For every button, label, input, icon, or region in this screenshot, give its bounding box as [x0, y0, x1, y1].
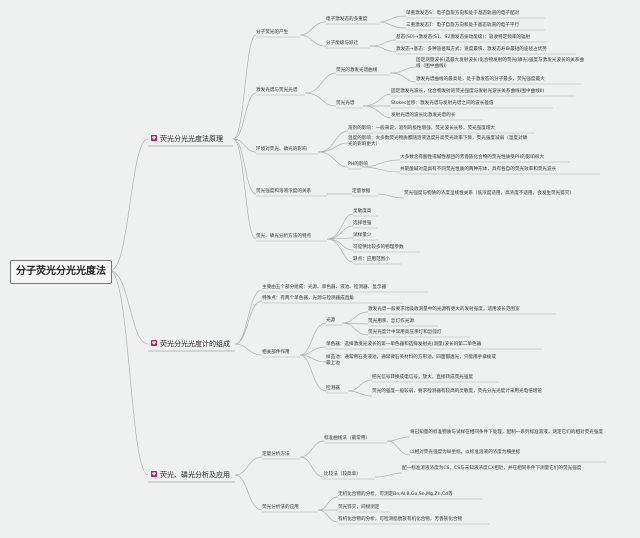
- branch-analysis-application: 荧光、磷光分析及应用: [148, 469, 230, 482]
- subtopic-fluorescence-generation: 分子荧光的产生: [256, 30, 289, 35]
- leaf-emission-curve: 固定激发光波长，化合物发射的荧光强度与发射光波长关系曲线(图中曲线II): [391, 89, 545, 94]
- root-topic: 分子荧光分光光度法: [10, 260, 112, 284]
- branch-fluorescence-principle: 荧光分光光度法原理: [148, 133, 223, 146]
- leaf-common-lamps: 荧光光度计中常用高压汞灯和氙弧灯: [368, 330, 442, 335]
- leaf-axes: 以相对荧光强度为纵坐标，以标准溶液的浓度为横坐标: [410, 450, 521, 455]
- leaf-linear-relation: 荧光强度与物质的浓度呈线性关系（低浓度适用，高浓度不适用，会发生荧光猝灭）: [404, 191, 574, 196]
- leaf-solvent: 溶剂的影响：一般来说，溶剂的极性增强，荧光波长长移，荧光强度增大: [348, 126, 496, 131]
- node-multiplicity: 电子激发态的多重度: [326, 17, 368, 22]
- leaf-temperature: 温度的影响：大多数荧光物质都随溶液温度升高荧光效率下降，荧光强度减弱（温度对磷光…: [348, 136, 528, 147]
- leaf-singlet: 单重激发态S：电子自旋方向和处于基态轨道的电子配对: [406, 11, 520, 16]
- leaf-monochromator: 单色器：选择激发光波长的第一单色器和选择发射光(测量)波长的第二单色器: [326, 342, 482, 347]
- subtopic-spectra: 激发光谱与荧光光谱: [256, 88, 298, 93]
- heart-icon: [151, 471, 157, 477]
- leaf-inorganic: 无机化合物的分析，可测定Be,Al,B,Ga,Se,Mg,Zn,Cd等: [338, 492, 453, 497]
- subtopic-intensity-concentration: 荧光强度和溶液浓度的关系: [256, 189, 312, 194]
- leaf-source-lamps: 荧光用汞、氙灯作光源: [368, 319, 414, 324]
- leaf-special-feature: 特殊点：有两个单色器，光源与检测器成直角: [262, 296, 354, 301]
- leaf-excitation-curve-def: 固定测量波长(选最大发射波长)化合物发射的荧光(磷光)强度与激发光波长的关系曲线…: [416, 58, 584, 69]
- leaf-comparison: 配一标准溶液浓度为CS，CS与未知液浓度CX相近，并在相同条件下测量它们的荧光强…: [402, 466, 582, 471]
- subtopic-applications: 荧光分析法的应用: [262, 505, 299, 510]
- leaf-triplet: 三重激发态T：电子自旋方向和处于基态轨道的电子平行: [406, 23, 520, 28]
- node-light-source: 光源: [326, 318, 336, 323]
- leaf-detector-pmt: 荧光的强度一般较弱，要求检测器有较高的灵敏度，荧光分光光度计采用光电倍增管: [372, 389, 542, 394]
- leaf-deactivation: 激发态→基态：多种途径和方式；速度最快、激发态寿命最短的途径占优势: [396, 47, 547, 52]
- leaf-detector-signal: 把光信号转换成电信号，放大，直接转成荧光强度: [372, 375, 474, 380]
- leaf-standard-solutions: 将已知量的标准物质与试样在相同条件下处理，配制一系列标准溶液，测定它们的相对荧光…: [410, 430, 603, 435]
- leaf-excitation: 基态(S0)→激发态(S1、S2激发态振动能级)：吸收特定频率的辐射: [396, 35, 531, 40]
- node-ph: PH的影响: [348, 162, 369, 167]
- subtopic-method-features: 荧光、磷光分析方法的特点: [256, 234, 312, 239]
- leaf-sample-cell: 样品池：通常用石英液池，通常要石英材料的方形池，四面都透光，只能用手拿棱或最上边: [326, 355, 496, 366]
- leaf-high-sensitivity: 灵敏度高: [353, 209, 372, 214]
- node-quantitative-basis: 定量依据: [352, 189, 371, 194]
- leaf-ph-effect: 大多数含有酸性或碱性基团的芳香族化合物的荧光性质受PH的影响很大: [400, 155, 545, 160]
- leaf-organic: 有机化合物的分析，可检测脂肪族有机化合物，芳香族化合物: [338, 517, 463, 522]
- node-fluorescence-spectrum: 荧光光谱: [336, 101, 355, 106]
- leaf-source-intensity: 激发光谱一般要求比吸收测量中的光源有更大的发射强度，适用波长范围宽: [368, 307, 520, 312]
- node-excitation-curve: 荧光的激发光谱曲线: [336, 68, 378, 73]
- node-detector: 检测器: [326, 386, 340, 391]
- node-energy-levels: 分子能级与跃迁: [326, 41, 359, 46]
- node-comparison-method: 比较法（较简单）: [324, 472, 361, 477]
- branch-instrument-composition: 荧光分光光度计的组成: [148, 338, 230, 351]
- leaf-physical-params: 可提供比较多的物理参数: [353, 245, 404, 250]
- leaf-stokes-shift: Stokes位移：激发光谱与发射光谱之间的波长差值: [391, 101, 494, 106]
- leaf-small-sample: 试样量少: [353, 233, 372, 238]
- subtopic-quantitative-methods: 定量分析方法: [262, 452, 290, 457]
- leaf-quenching: 荧光猝灭，间接测定: [338, 505, 380, 510]
- leaf-disadvantage: 缺点：应用范围小: [353, 257, 390, 262]
- leaf-emission-longer: 发射光谱的波长比激发光谱的长: [391, 113, 456, 118]
- leaf-excitation-peak: 激发光谱曲线的最高处，处于激发态的分子最多，荧光强度最大: [416, 77, 545, 82]
- heart-icon: [151, 340, 157, 346]
- leaf-conjugate-pair: 共轭酸碱对是具有不同荧光性质的两种形体，具有各自的荧光效率和荧光波长: [400, 167, 557, 172]
- branch-label: 荧光分光光度计的组成: [160, 340, 230, 348]
- branch-label: 荧光、磷光分析及应用: [160, 471, 230, 479]
- node-standard-curve: 标准曲线法（最常用）: [324, 436, 370, 441]
- subtopic-environment: 环境对荧光、磷光的影响: [256, 147, 307, 152]
- subtopic-components: 相关部件作用: [262, 350, 290, 355]
- branch-label: 荧光分光光度法原理: [160, 135, 223, 143]
- heart-icon: [151, 135, 157, 141]
- leaf-five-parts: 主要由五个部分组成：光源、单色器、液池、检测器、显示器: [262, 285, 387, 290]
- leaf-selectivity: 选择性强: [353, 221, 372, 226]
